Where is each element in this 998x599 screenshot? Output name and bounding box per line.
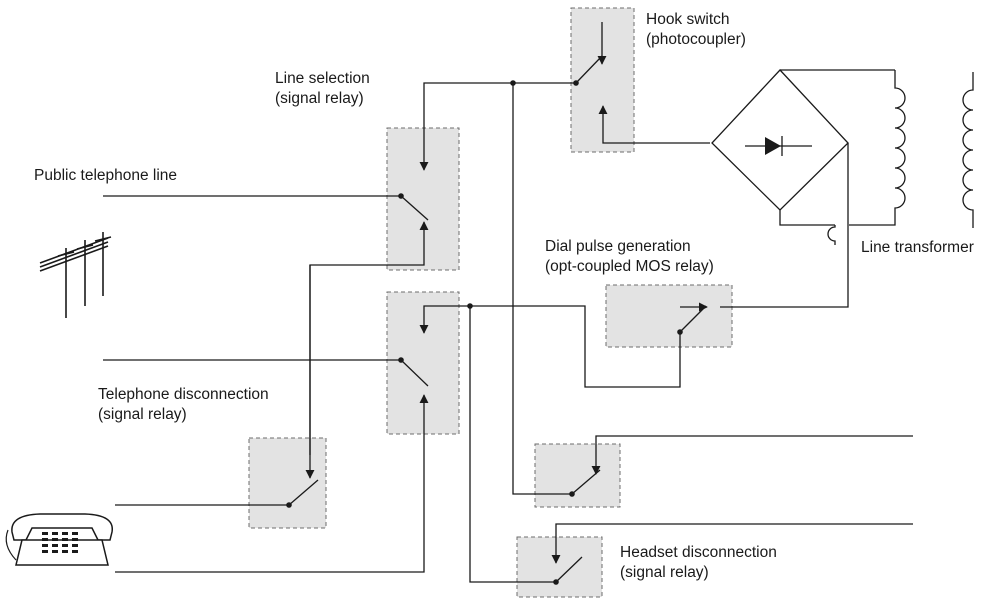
dial-pulse-box [605,284,733,348]
line-selection-box [386,127,460,271]
hook-switch-relay [510,22,710,495]
telephone-disconnection-relay [103,303,473,573]
label-hook-switch-line2: (photocoupler) [646,31,746,48]
label-telephone-disconnection-line2: (signal relay) [98,406,187,423]
label-telephone-disconnection: Telephone disconnection (signal relay) [98,385,269,425]
phone-relay [115,265,319,508]
label-line-selection: Line selection (signal relay) [275,69,370,109]
telephone-icon [5,513,113,566]
telephone-disconnection-box [386,291,460,435]
utility-pole-icon [39,232,112,318]
headset-relay-upper [569,435,913,497]
headset-disconnection-relay [469,306,913,585]
transformer-coil-icon [720,69,974,308]
label-hook-switch-line1: Hook switch [646,11,730,28]
headset-disconnection-box [516,536,603,598]
label-telephone-disconnection-line1: Telephone disconnection [98,386,269,403]
label-dial-pulse-line2: (opt-coupled MOS relay) [545,258,714,275]
phone-relay-box [248,437,327,529]
dial-pulse-relay [470,302,708,388]
label-dial-pulse: Dial pulse generation (opt-coupled MOS r… [545,237,714,277]
label-line-selection-line1: Line selection [275,70,370,87]
label-headset-disconnection-line1: Headset disconnection [620,544,777,561]
public-line-wire [103,193,429,221]
label-headset-disconnection: Headset disconnection (signal relay) [620,543,777,583]
label-line-transformer: Line transformer [861,239,974,256]
headset-relay-upper-box [534,443,621,508]
label-hook-switch: Hook switch (photocoupler) [646,10,746,50]
label-public-line: Public telephone line [34,167,178,184]
diode-bridge-icon [711,69,849,211]
label-dial-pulse-line1: Dial pulse generation [545,238,691,255]
label-line-selection-line2: (signal relay) [275,90,364,107]
label-headset-disconnection-line2: (signal relay) [620,564,709,581]
